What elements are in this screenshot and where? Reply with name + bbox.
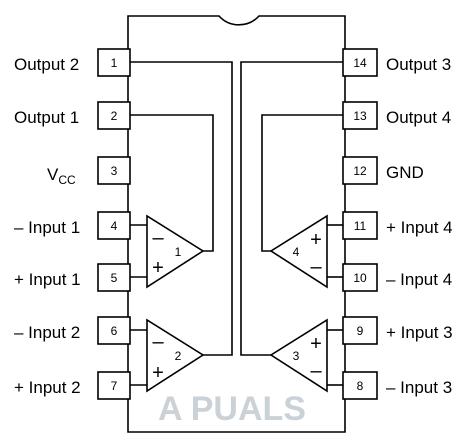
pin-label-plus-input-2: + Input 2: [14, 378, 81, 397]
pin-number: 14: [353, 56, 367, 70]
pin-number: 9: [357, 324, 364, 338]
inverting-sign: –: [310, 360, 322, 382]
right-pin-9: 9: [342, 316, 378, 345]
pin-label-output-2: Output 2: [14, 55, 79, 74]
pin-number: 11: [354, 219, 367, 233]
pin-number: 1: [111, 56, 118, 70]
noninverting-sign: +: [310, 333, 322, 355]
right-pin-14: 14: [342, 48, 378, 77]
chip-body: [127, 15, 346, 433]
pin-number: 7: [111, 379, 118, 393]
right-pin-13: 13: [342, 101, 378, 130]
op-amp-1: – + 1: [146, 214, 205, 289]
pin-label-minus-input-2: – Input 2: [14, 323, 80, 342]
amp-number: 3: [293, 349, 300, 363]
pin-number: 10: [353, 271, 367, 285]
inverting-sign: –: [310, 256, 322, 278]
pin-label-gnd: GND: [386, 163, 424, 182]
right-pin-8: 8: [342, 371, 378, 400]
left-pin-2: 2: [97, 101, 131, 130]
right-pin-10: 10: [342, 263, 378, 292]
op-amp-4: + – 4: [269, 214, 328, 289]
pin-label-plus-input-3: + Input 3: [386, 323, 453, 342]
pin-label-minus-input-4: – Input 4: [386, 270, 452, 289]
watermark-text: A PUALS: [158, 390, 306, 428]
left-pin-5: 5: [97, 263, 131, 292]
pin-number: 2: [111, 109, 118, 123]
pin-label-plus-input-1: + Input 1: [14, 270, 81, 289]
left-pin-6: 6: [97, 316, 131, 345]
inverting-sign: –: [152, 331, 164, 353]
pin-number: 6: [111, 324, 118, 338]
pin-number: 3: [111, 164, 118, 178]
left-pin-3: 3: [97, 156, 131, 185]
pin-label-output-3: Output 3: [386, 55, 451, 74]
amp-number: 4: [293, 245, 300, 259]
internal-wiring: [130, 61, 343, 386]
op-amp-2: – + 2: [146, 318, 205, 393]
right-pin-12: 12: [342, 156, 378, 185]
inverting-sign: –: [152, 227, 164, 249]
amp-number: 2: [175, 349, 182, 363]
pin-number: 12: [353, 164, 367, 178]
amp-number: 1: [175, 245, 182, 259]
pin-number: 13: [353, 109, 367, 123]
pin-label-minus-input-1: – Input 1: [14, 218, 80, 237]
noninverting-sign: +: [310, 229, 322, 251]
pin-number: 8: [357, 379, 364, 393]
pin-label-output-1: Output 1: [14, 108, 79, 127]
pin-number: 4: [111, 219, 118, 233]
pin-label-minus-input-3: – Input 3: [386, 378, 452, 397]
left-pin-1: 1: [97, 48, 131, 77]
right-pin-11: 11: [342, 211, 378, 240]
op-amp-3: + – 3: [269, 318, 328, 393]
noninverting-sign: +: [152, 257, 164, 279]
left-pin-7: 7: [97, 371, 131, 400]
left-pin-4: 4: [97, 211, 131, 240]
noninverting-sign: +: [152, 362, 164, 384]
pin-label-plus-input-4: + Input 4: [386, 218, 453, 237]
pin-number: 5: [111, 271, 118, 285]
pin-label-output-4: Output 4: [386, 108, 451, 127]
pin-label-vcc: VCC: [47, 165, 76, 187]
